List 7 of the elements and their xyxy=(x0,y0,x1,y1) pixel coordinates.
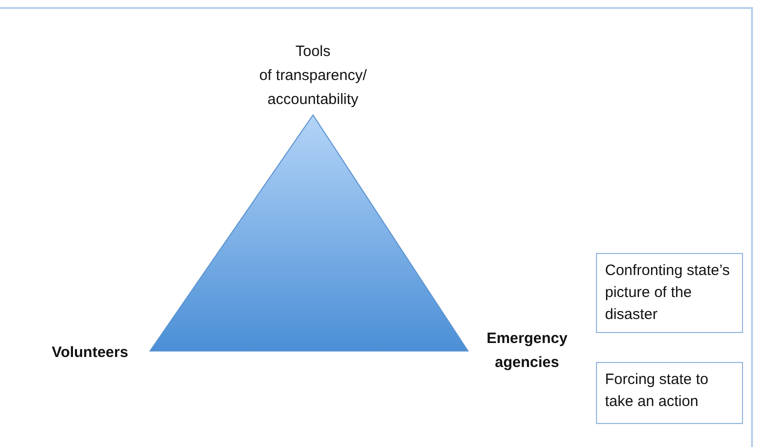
vertex-label: Emergency agencies xyxy=(486,329,568,373)
text-box: Confronting state’s picture of the disaster xyxy=(596,253,743,333)
triangle xyxy=(149,114,469,352)
vertex-label: Tools xyxy=(294,42,332,62)
vertex-label: Volunteers xyxy=(50,343,130,363)
vertex-label: of transparency/ accountability xyxy=(258,66,368,110)
text-box: Forcing state to take an action xyxy=(596,362,743,424)
